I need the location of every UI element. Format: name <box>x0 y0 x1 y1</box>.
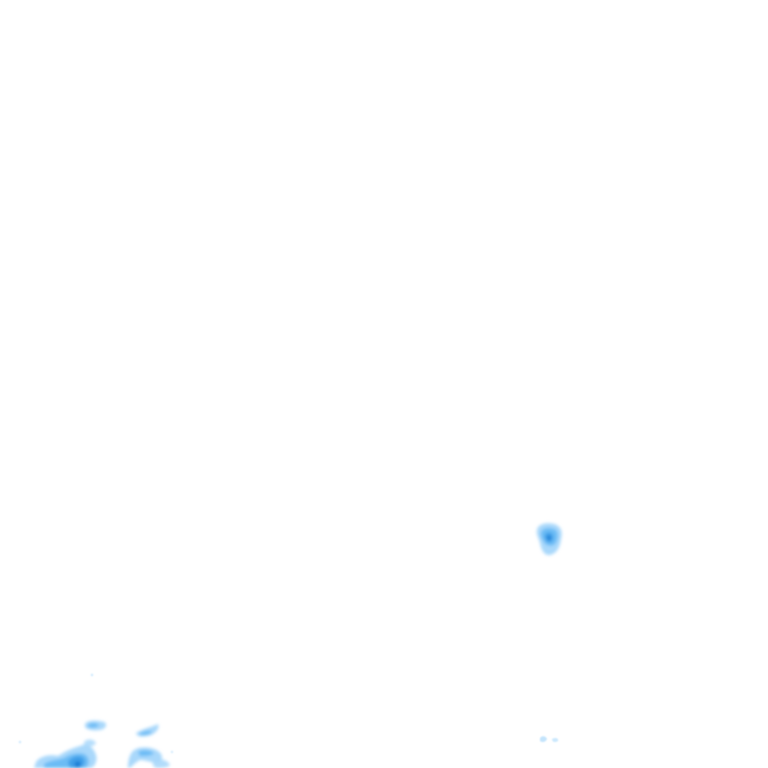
radar-echo-light <box>18 740 22 744</box>
echo-cell-east <box>536 523 562 556</box>
radar-echo-light <box>128 747 162 768</box>
radar-echo-medium <box>88 723 99 728</box>
radar-echo-core <box>547 535 551 541</box>
radar-echo-light <box>540 736 547 743</box>
radar-echo-light <box>136 724 159 737</box>
echo-cluster-south-trace <box>18 673 174 754</box>
radar-echo-core <box>74 761 81 768</box>
radar-echo-light <box>152 759 170 768</box>
radar-echo-medium <box>140 730 152 735</box>
echo-cell-east-trace <box>540 736 559 743</box>
radar-echo-light <box>170 750 174 754</box>
radar-echo-light <box>90 673 94 677</box>
radar-echo-medium <box>138 750 154 756</box>
echo-cluster-southwest <box>34 720 170 768</box>
radar-echo-light <box>84 739 96 747</box>
radar-echo-light <box>552 737 559 743</box>
